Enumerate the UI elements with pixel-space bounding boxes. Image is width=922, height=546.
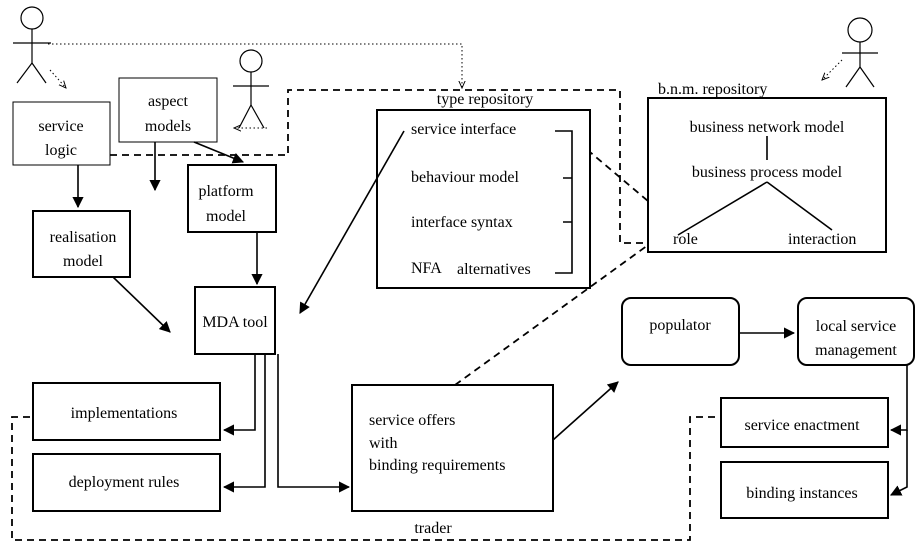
actor-designer-icon	[13, 6, 51, 84]
business-process-model-label: business process model	[692, 164, 843, 181]
service-logic-label-2: logic	[45, 142, 77, 159]
local-service-management-label-1: local service	[816, 318, 896, 335]
deployment-rules-label: deployment rules	[69, 474, 180, 491]
arrow-service-interface-to-mda	[299, 130, 405, 314]
service-offers-box: service offers with binding requirements	[351, 384, 554, 512]
binding-instances-box: binding instances	[720, 461, 889, 519]
mda-tool-label: MDA tool	[202, 314, 268, 331]
bnm-tree-lines	[677, 136, 833, 236]
trader-label: trader	[414, 520, 452, 537]
arrow-mda-to-implementations	[222, 354, 256, 436]
platform-model-label-1: platform	[198, 183, 254, 200]
trader-region-dashed	[11, 416, 715, 541]
deployment-rules-box: deployment rules	[32, 453, 221, 512]
aspect-region-dashed	[110, 89, 648, 244]
type-repository-title: type repository	[437, 91, 533, 108]
actor-aspect-icon	[233, 49, 269, 129]
arrow-local-mgmt-to-enactment	[889, 365, 908, 436]
binding-instances-label: binding instances	[746, 485, 858, 502]
service-enactment-box: service enactment	[720, 397, 889, 448]
behaviour-model-label: behaviour model	[411, 169, 520, 186]
aspect-models-label-2: models	[145, 118, 191, 135]
arrow-mda-to-service-offers	[277, 354, 351, 493]
arrow-local-mgmt-to-binding	[889, 430, 908, 496]
alternatives-label: alternatives	[457, 261, 531, 278]
platform-model-label-2: model	[206, 208, 247, 225]
type-repository: type repository service interface behavi…	[376, 91, 591, 289]
arrow-mda-to-deployment	[222, 354, 266, 493]
realisation-model-label-1: realisation	[50, 229, 117, 246]
implementations-label: implementations	[71, 405, 178, 422]
business-network-model-label: business network model	[690, 119, 845, 136]
service-interface-label: service interface	[411, 121, 516, 138]
populator-box: populator	[621, 297, 740, 366]
service-logic-label-1: service	[38, 118, 83, 135]
mda-tool-box: MDA tool	[194, 286, 276, 355]
interface-syntax-label: interface syntax	[411, 214, 513, 231]
nfa-label: NFA	[411, 260, 442, 277]
service-logic-box: service logic	[12, 101, 111, 166]
actor-designer-arrow	[49, 69, 66, 88]
role-label: role	[673, 231, 698, 248]
actor-business-icon	[842, 17, 878, 88]
aspect-models-box: aspect models	[118, 77, 218, 143]
populator-label: populator	[649, 317, 711, 334]
service-offers-label-2: with	[369, 435, 397, 452]
trader-bnm-link-dashed	[454, 239, 656, 386]
bnm-repository-title: b.n.m. repository	[658, 81, 767, 98]
platform-model-box: platform model	[187, 164, 277, 233]
realisation-model-label-2: model	[63, 253, 104, 270]
arrow-realisation-to-mda	[112, 276, 171, 333]
local-service-management-box: local service management	[797, 297, 915, 366]
interaction-label: interaction	[788, 231, 856, 248]
aspect-models-label-1: aspect	[148, 93, 189, 110]
realisation-model-box: realisation model	[32, 210, 131, 278]
arrow-aspect-to-platform	[193, 141, 245, 164]
service-offers-label-1: service offers	[369, 412, 455, 429]
actor-business-arrow	[822, 59, 843, 80]
service-offers-label-3: binding requirements	[369, 457, 505, 474]
type-repository-bracket	[555, 130, 573, 274]
service-enactment-label: service enactment	[744, 417, 860, 434]
bnm-repository: b.n.m. repository business network model…	[647, 81, 887, 253]
local-service-management-label-2: management	[815, 342, 897, 359]
implementations-box: implementations	[32, 382, 221, 441]
arrow-offers-to-populator	[552, 381, 619, 441]
